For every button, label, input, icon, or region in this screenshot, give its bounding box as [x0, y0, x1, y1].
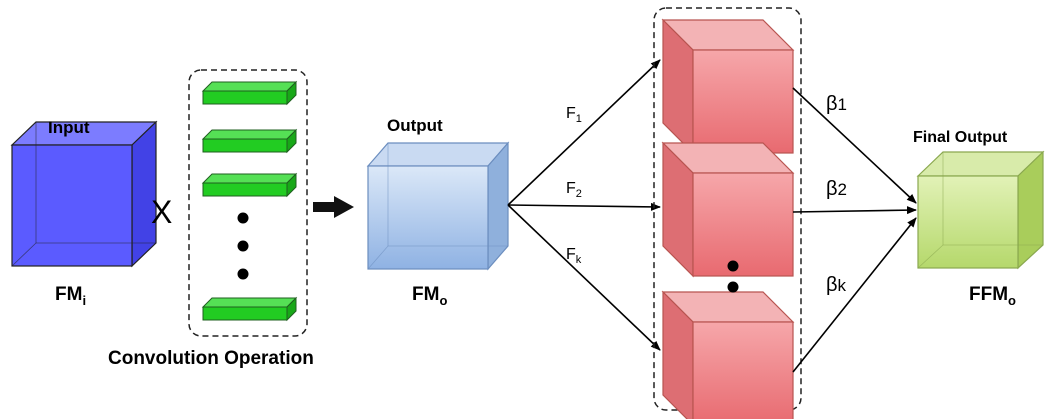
output-title: Output [387, 116, 443, 135]
filter-bar [201, 296, 298, 322]
filter-bar [201, 128, 298, 154]
convolution-arrow [313, 196, 354, 218]
input-cube [10, 120, 158, 268]
beta-arrow-1 [792, 87, 917, 204]
branch-ellipsis [727, 260, 739, 293]
branch-cube-3 [661, 290, 795, 419]
branch-dot [727, 281, 739, 293]
conv-caption: Convolution Operation [108, 348, 314, 369]
f-label-k: Fk [566, 246, 582, 266]
branch-cube-1 [661, 18, 795, 155]
branch-arrow-1 [507, 59, 661, 206]
conv-filter-group [188, 69, 308, 337]
beta-label-2: β2 [826, 178, 847, 200]
filter-bar [201, 80, 298, 106]
input-name: FMi [55, 284, 86, 308]
input-name-sub: i [82, 293, 86, 308]
f-label-2: F2 [566, 180, 582, 200]
beta-label-1: β1 [826, 93, 847, 115]
conv-dot [237, 268, 249, 280]
filter-bar [201, 172, 298, 198]
output-name: FMo [412, 284, 447, 308]
final-output-title: Final Output [913, 129, 1008, 146]
final-output-name: FFMo [969, 284, 1016, 308]
conv-dot [237, 212, 249, 224]
branch-arrow-k [507, 204, 661, 351]
input-name-main: FM [55, 284, 82, 305]
branch-cube-2 [661, 141, 795, 278]
output-cube [366, 141, 510, 271]
beta-arrow-2 [792, 206, 917, 215]
beta-label-k: βk [826, 274, 847, 296]
final-output-cube [916, 150, 1045, 270]
branch-arrow-2 [507, 202, 661, 211]
branch-cube-group [653, 7, 802, 411]
final-name-main: FFM [969, 284, 1008, 305]
f-label-1: F1 [566, 105, 582, 125]
output-name-main: FM [412, 284, 439, 305]
branch-dot [727, 260, 739, 272]
conv-ellipsis [237, 212, 249, 280]
multiply-symbol: X [151, 194, 172, 230]
conv-filters [201, 80, 298, 322]
conv-dot [237, 240, 249, 252]
input-title: Input [48, 118, 90, 137]
output-name-sub: o [439, 293, 447, 308]
branch-cubes [661, 18, 795, 419]
final-name-sub: o [1008, 293, 1016, 308]
beta-arrow-k [792, 217, 917, 373]
